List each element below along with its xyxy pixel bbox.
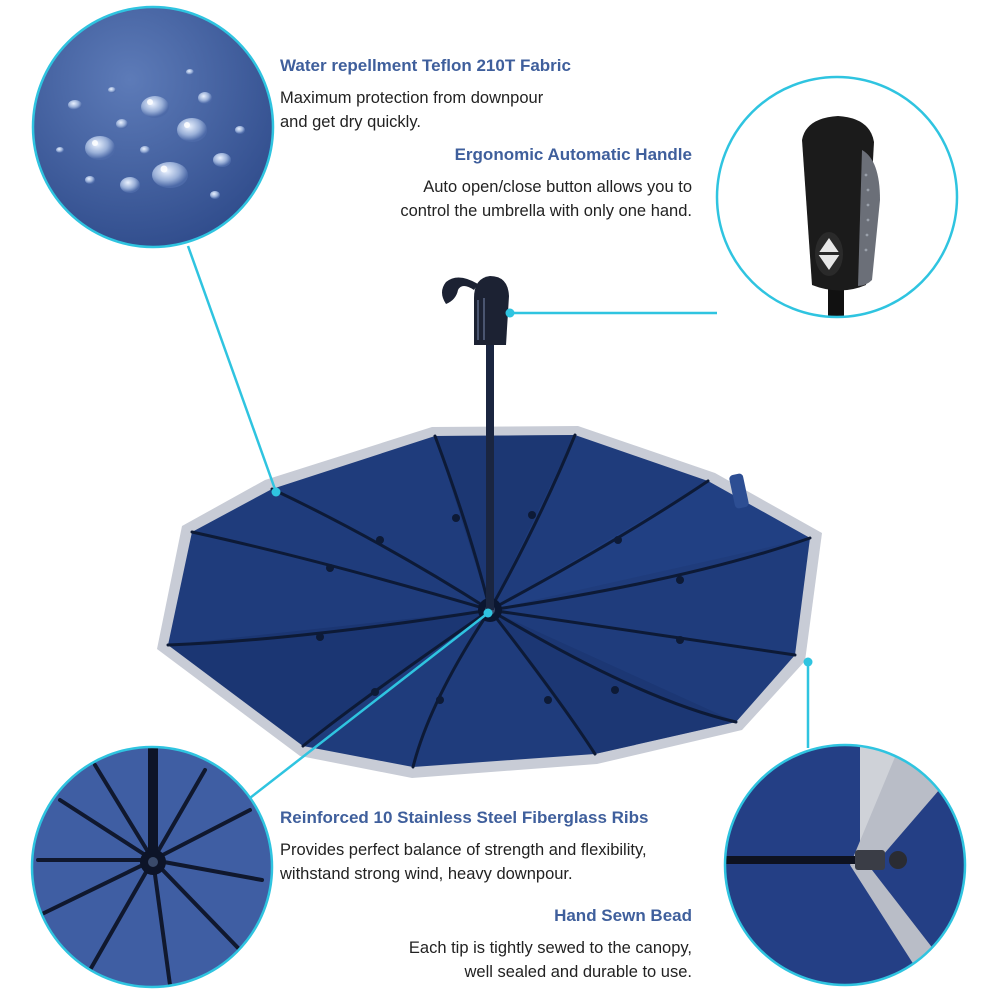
- wrist-strap: [442, 277, 478, 304]
- feature-desc-line: and get dry quickly.: [280, 113, 421, 131]
- ribs-closeup: [32, 747, 272, 987]
- feature-desc-line: control the umbrella with only one hand.: [400, 202, 692, 220]
- feature-fabric: Water repellment Teflon 210T Fabric Maxi…: [280, 56, 571, 134]
- feature-desc-line: Provides perfect balance of strength and…: [280, 841, 647, 859]
- feature-ribs: Reinforced 10 Stainless Steel Fiberglass…: [280, 808, 648, 886]
- callout-dot-bead: [803, 657, 813, 667]
- feature-title: Water repellment Teflon 210T Fabric: [280, 56, 571, 75]
- feature-desc-line: Each tip is tightly sewed to the canopy,: [408, 939, 692, 957]
- feature-bead: Hand Sewn Bead Each tip is tightly sewed…: [409, 906, 692, 984]
- callout-dot-ribs: [483, 608, 493, 618]
- feature-title: Hand Sewn Bead: [554, 906, 692, 925]
- feature-handle: Ergonomic Automatic Handle Auto open/clo…: [400, 145, 692, 223]
- ribs-closeup-ring: [30, 745, 274, 989]
- bead-closeup: [725, 745, 965, 985]
- shaft: [486, 340, 494, 610]
- handle-closeup-ring: [715, 75, 959, 319]
- feature-desc-line: Maximum protection from downpour: [280, 89, 544, 107]
- feature-title: Ergonomic Automatic Handle: [454, 145, 692, 164]
- fabric-closeup: [33, 7, 273, 247]
- feature-desc-line: withstand strong wind, heavy downpour.: [280, 865, 573, 883]
- callout-dot-fabric: [271, 487, 281, 497]
- feature-title: Reinforced 10 Stainless Steel Fiberglass…: [280, 808, 649, 827]
- feature-desc-line: well sealed and durable to use.: [464, 963, 693, 981]
- callout-dot-handle: [505, 308, 515, 318]
- feature-desc-line: Auto open/close button allows you to: [423, 178, 692, 196]
- handle-closeup: [717, 77, 957, 317]
- umbrella: [157, 276, 822, 778]
- fabric-closeup-ring: [31, 5, 275, 249]
- bead-closeup-ring: [723, 743, 967, 987]
- callout-lines: [186, 245, 810, 816]
- handle: [474, 276, 509, 345]
